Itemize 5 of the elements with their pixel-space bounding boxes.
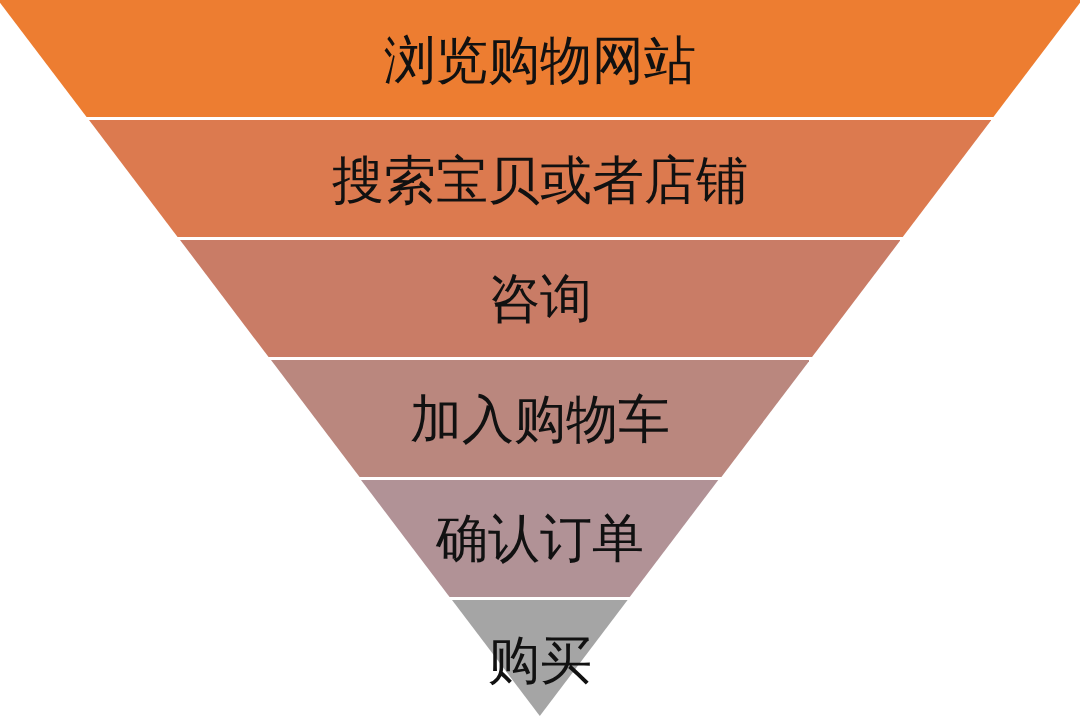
funnel-step-label: 搜索宝贝或者店铺 [332, 154, 748, 206]
funnel-step-label: 咨询 [488, 272, 592, 324]
funnel-step-label: 加入购物车 [410, 393, 670, 445]
funnel-step-label: 浏览购物网站 [384, 34, 696, 86]
funnel-step-label: 确认订单 [436, 512, 644, 564]
